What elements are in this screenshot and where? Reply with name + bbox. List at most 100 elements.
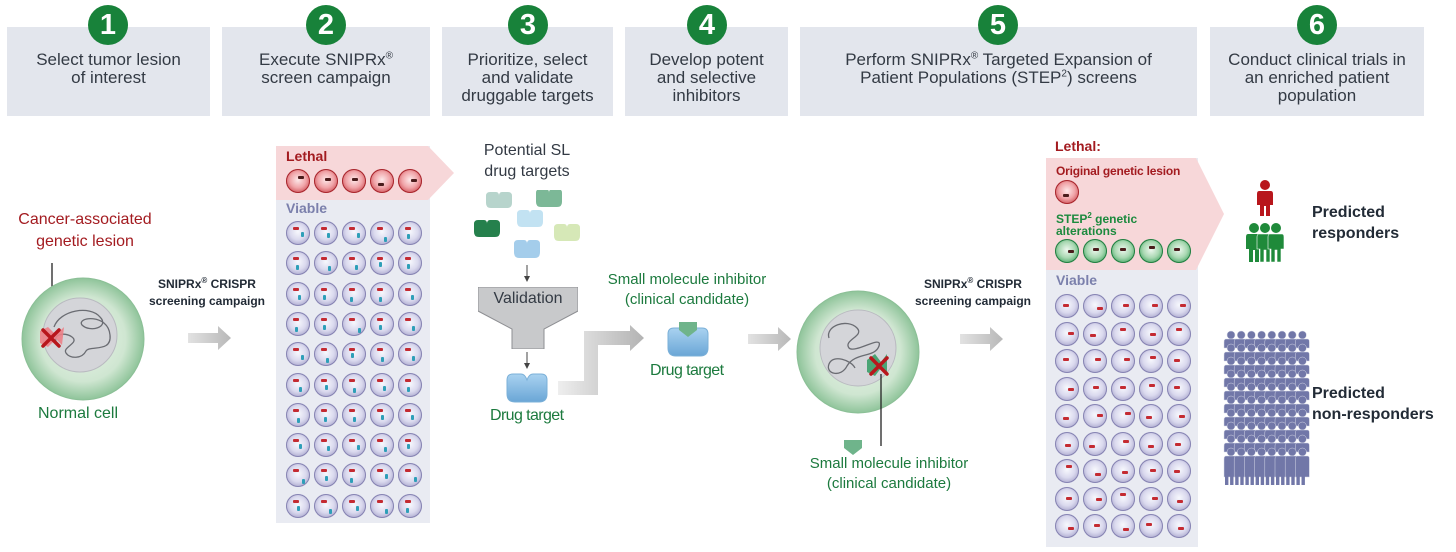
viable-cell-icon (1083, 404, 1107, 428)
green-cell-icon (1111, 239, 1135, 263)
viable-cell-icon (1111, 376, 1135, 401)
superscript-2: 2 (1061, 68, 1067, 80)
viable-cell-icon (398, 281, 422, 306)
non-responder-leg (1250, 468, 1254, 485)
non-responder-leg (1281, 468, 1285, 485)
viable-cell-icon (1139, 431, 1163, 456)
viable-cell-icon (370, 342, 394, 367)
non-responder-leg (1276, 468, 1280, 485)
target-protein-icon (554, 224, 580, 241)
crispr-1-line1b: CRISPR (207, 277, 256, 291)
target-protein-icon (514, 240, 540, 258)
step-4-text: Develop potent and selective inhibitors (649, 50, 764, 105)
target-protein-icon (517, 210, 543, 227)
viable-cell-icon (370, 372, 394, 397)
step-2-line1: Execute SNIPRx (259, 50, 386, 69)
viable-cell-icon (1111, 321, 1135, 346)
viable-cell-icon (1055, 321, 1079, 346)
viable-cell-icon (314, 311, 338, 336)
viable-cell-icon (370, 493, 394, 518)
flow-arrow-3 (748, 327, 791, 351)
lethal-label-1: Lethal (286, 148, 328, 164)
viable-cell-icon (342, 402, 366, 427)
step-6-box: Conduct clinical trials in an enriched p… (1210, 27, 1424, 116)
viable-cell-icon (398, 251, 422, 276)
registered-mark: ® (967, 276, 974, 285)
viable-cell-icon (286, 372, 310, 397)
viable-cell-icon (1139, 514, 1163, 538)
non-responders-line2: non-responders (1312, 406, 1434, 423)
viable-cell-icon (1167, 349, 1191, 373)
viable-cell-icon (286, 493, 310, 518)
inhibitor-molecule-icon (844, 440, 862, 455)
superscript-2: 2 (1087, 211, 1092, 220)
non-responder-leg (1230, 468, 1234, 485)
viable-cell-icon (286, 221, 310, 245)
non-responder-leg (1255, 468, 1259, 485)
viable-cell-icon (314, 372, 338, 397)
viable-cell-icon (1083, 459, 1107, 483)
viable-cell-icon (342, 433, 366, 458)
viable-cell-icon (1139, 321, 1163, 346)
responder-person-red-icon (1257, 180, 1273, 216)
viable-cell-icon (1167, 376, 1191, 401)
crispr-1-line1: SNIPRx (158, 277, 202, 291)
viable-cell-icon (314, 221, 338, 245)
targets-title-line1: Potential SL (483, 142, 571, 159)
non-responder-leg (1301, 468, 1305, 485)
viable-cell-icon (1083, 514, 1107, 538)
viable-cell-icon (1055, 349, 1079, 373)
inhibitor-label: Small molecule inhibitor (clinical candi… (596, 270, 778, 310)
viable-cell-icon (1111, 294, 1135, 318)
viable-cell-icon (1139, 404, 1163, 428)
crispr-2-line1b: CRISPR (973, 277, 1022, 291)
viable-cell-icon (1167, 294, 1191, 318)
treated-inhibitor-line2: (clinical candidate) (826, 475, 952, 492)
viable-cell-icon (314, 281, 338, 306)
inhibitor-label-line2: (clinical candidate) (624, 291, 750, 308)
step-2-line2: screen campaign (261, 68, 391, 87)
drug-target-label-1: Drug target (490, 407, 564, 424)
viable-cell-icon (1139, 459, 1163, 483)
non-responder-leg (1235, 468, 1239, 485)
dna-strand (53, 309, 111, 358)
viable-cell-icon (1167, 321, 1191, 346)
viable-cell-icon (1167, 486, 1191, 511)
step-4-number: 4 (687, 5, 727, 45)
viable-cell-icon (398, 311, 422, 336)
non-responder-leg (1265, 468, 1270, 485)
viable-cell-icon (314, 402, 338, 427)
lesion-x-icon (41, 328, 61, 348)
viable-cell-icon (370, 221, 394, 245)
inhibition-x-icon (869, 356, 889, 376)
viable-cell-icon (342, 311, 366, 336)
down-arrow-1 (524, 265, 530, 282)
viable-cell-icon (286, 311, 310, 336)
viable-cell-icon (286, 251, 310, 276)
viable-cell-icon (314, 433, 338, 458)
viable-cell-icon (286, 433, 310, 458)
non-responder-leg (1240, 468, 1244, 485)
non-responders-crowd-icon (1223, 330, 1310, 485)
drug-target-icon-1 (506, 373, 548, 403)
step-5-line2b: ) screens (1066, 68, 1137, 87)
red-cell-icon (342, 169, 366, 193)
responder-person-green-icon (1267, 223, 1285, 263)
green-cell-icon (1167, 239, 1191, 263)
step-1-number: 1 (88, 5, 128, 45)
red-cell-icon (370, 169, 394, 193)
red-cell-icon (1055, 180, 1079, 204)
validation-funnel (478, 287, 578, 349)
potential-targets-cluster (474, 190, 580, 258)
viable-cell-icon (1139, 349, 1163, 373)
step-5-line1a: Perform SNIPRx (845, 50, 971, 69)
treated-inhibitor-line1: Small molecule inhibitor (809, 455, 969, 472)
inhibitor-molecule (679, 322, 697, 337)
viable-cell-icon (1083, 321, 1107, 346)
targets-title-line2: drug targets (484, 163, 570, 180)
viable-cell-icon (314, 463, 338, 488)
step-3-box: Prioritize, select and validate druggabl… (442, 27, 613, 116)
viable-cell-icon (1083, 294, 1107, 318)
viable-cell-icon (1111, 431, 1135, 456)
